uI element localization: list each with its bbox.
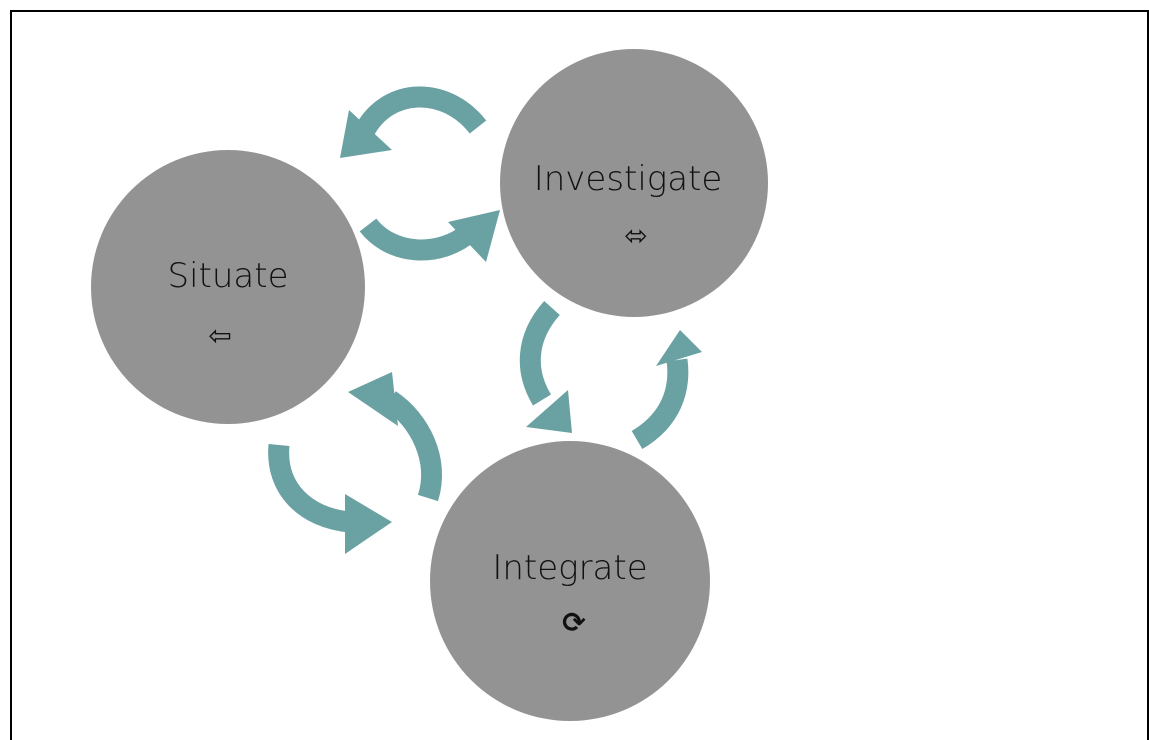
left-arrow-icon: ⇦	[208, 319, 231, 352]
arrow-integrate-to-investigate	[631, 330, 702, 450]
arrow-situate-to-investigate	[359, 210, 500, 262]
arrow-integrate-to-situate	[348, 372, 442, 502]
arrow-investigate-to-integrate	[519, 300, 572, 433]
left-right-arrow-icon: ⬄	[624, 219, 647, 252]
cycle-icon: ⟳	[562, 606, 586, 639]
node-integrate: Integrate ⟳	[430, 441, 710, 721]
node-situate-label: Situate	[168, 256, 289, 296]
node-investigate-label: Investigate	[534, 159, 723, 199]
node-situate: Situate ⇦	[91, 150, 365, 424]
arrow-investigate-to-situate	[340, 86, 487, 158]
diagram-frame	[10, 10, 1149, 740]
arrow-situate-to-integrate	[268, 444, 392, 554]
node-investigate: Investigate ⬄	[500, 49, 768, 317]
node-integrate-label: Integrate	[492, 548, 647, 588]
